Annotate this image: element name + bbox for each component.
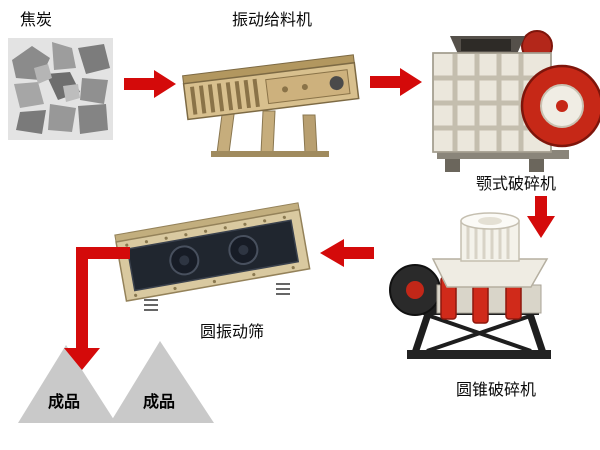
- finished-product-left-label: 成品: [48, 392, 81, 411]
- finished-product-right-label: 成品: [143, 392, 176, 411]
- arrow-feeder-to-jaw: [370, 68, 422, 96]
- coke-pile-image: [8, 38, 113, 140]
- jaw-crusher-illustration: [432, 30, 600, 172]
- finished-product-triangles: [18, 341, 214, 423]
- cone-crusher-illustration: [389, 212, 551, 359]
- vibrating-feeder-label: 振动给料机: [232, 10, 313, 29]
- cone-crusher-label: 圆锥破碎机: [456, 380, 537, 399]
- arrow-cone-to-screen: [320, 239, 374, 267]
- product-triangle-left: [18, 345, 116, 423]
- product-triangle-right: [110, 341, 214, 423]
- vibrating-screen-illustration: [114, 202, 311, 311]
- jaw-crusher-label: 颚式破碎机: [476, 174, 557, 193]
- coke-label: 焦炭: [20, 10, 53, 29]
- vibrating-screen-label: 圆振动筛: [200, 322, 265, 341]
- vibrating-feeder-illustration: [182, 54, 360, 157]
- arrow-coke-to-feeder: [124, 70, 176, 98]
